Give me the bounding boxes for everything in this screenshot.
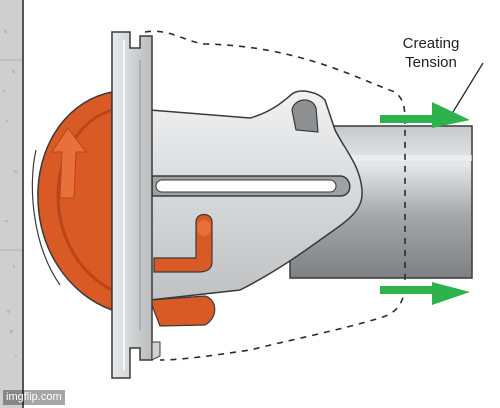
tension-arrow-bottom-icon [380,282,470,305]
callout-leader [452,62,484,113]
orange-lower-lobe [149,295,216,327]
annotation-line-1: Creating [402,35,460,52]
orange-hook [153,213,213,273]
annotation-line-2: Tension [405,54,457,71]
orange-anchor-wing [31,91,113,312]
wall [0,0,24,408]
watermark: imgflip.com [3,390,65,405]
tension-arrow-top-icon [380,102,470,128]
flange-plate [111,31,161,379]
up-arrow-icon [51,127,87,199]
